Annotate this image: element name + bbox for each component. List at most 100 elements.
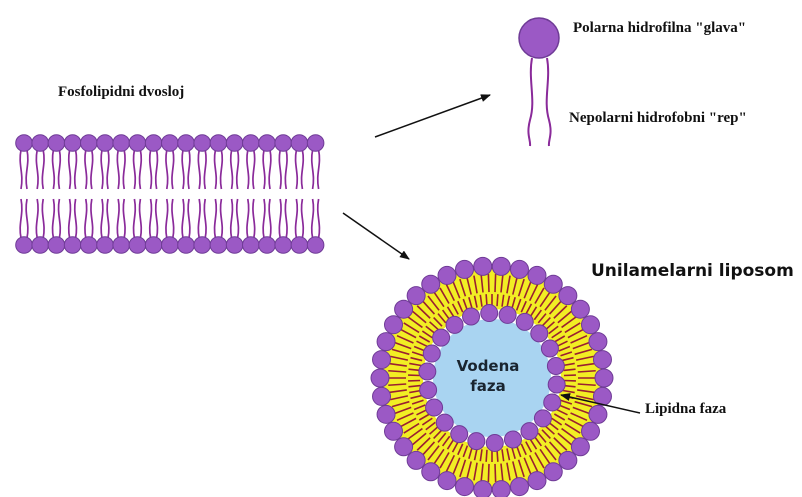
polar-head-label: Polarna hidrofilna "glava"	[573, 20, 746, 37]
bilayer-head	[16, 237, 33, 254]
bilayer-tails	[20, 150, 319, 238]
bilayer-head	[178, 135, 195, 152]
bilayer-tail	[166, 199, 168, 238]
liposome-inner-head	[547, 358, 564, 375]
liposome-inner-head	[446, 316, 463, 333]
bilayer-tail	[166, 150, 168, 189]
bilayer-tail	[36, 150, 38, 189]
liposome-inner-head	[504, 431, 521, 448]
liposome-outer-head	[492, 481, 510, 497]
bilayer-head	[259, 135, 276, 152]
liposome-inner-head	[521, 423, 538, 440]
bilayer-head	[48, 237, 65, 254]
bilayer-tail	[215, 150, 217, 189]
liposome-inner-head	[531, 325, 548, 342]
bilayer-tail	[59, 150, 61, 189]
liposome-outer-head	[528, 266, 546, 284]
bilayer-tail	[117, 199, 119, 238]
phospholipid-molecule	[519, 18, 559, 146]
bilayer-tail	[279, 150, 281, 189]
bilayer-tail	[26, 199, 28, 238]
bilayer-tail	[150, 199, 152, 238]
liposome-outer-head	[544, 463, 562, 481]
liposome-tail	[488, 464, 489, 482]
bilayer-tail	[156, 199, 158, 238]
liposome-inner-head	[426, 399, 443, 416]
bilayer-tail	[69, 150, 71, 189]
bilayer-tail	[182, 150, 184, 189]
liposome-outer-head	[510, 478, 528, 496]
bilayer-tail	[36, 199, 38, 238]
bilayer-tail	[107, 150, 109, 189]
bilayer-tail	[296, 199, 298, 238]
liposome-tail	[488, 274, 489, 292]
bilayer-tail	[247, 199, 249, 238]
liposome-outer-head	[595, 369, 613, 387]
bilayer-tail	[172, 199, 174, 238]
bilayer-head	[145, 237, 162, 254]
bilayer-head	[81, 237, 98, 254]
bilayer-head	[194, 135, 211, 152]
liposome-outer-head	[373, 351, 391, 369]
liposome-outer-head	[582, 316, 600, 334]
bilayer-tail	[253, 150, 255, 189]
bilayer-tail	[85, 150, 87, 189]
liposome-inner-head	[463, 308, 480, 325]
polar-head-circle	[519, 18, 559, 58]
bilayer-tail	[75, 199, 77, 238]
bilayer-tail	[247, 150, 249, 189]
liposome-outer-head	[510, 260, 528, 278]
bilayer-tail	[172, 150, 174, 189]
bilayer-head	[64, 237, 81, 254]
bilayer-tail	[204, 150, 206, 189]
bilayer-tail	[26, 150, 28, 189]
bilayer-head	[194, 237, 211, 254]
bilayer-tail	[75, 150, 77, 189]
bilayer-tail	[318, 199, 320, 238]
bilayer-head	[243, 237, 260, 254]
bilayer-tail	[140, 150, 142, 189]
liposome-outer-head	[371, 369, 389, 387]
bilayer-head	[275, 237, 292, 254]
bilayer-head	[48, 135, 65, 152]
bilayer-heads	[16, 135, 324, 254]
bilayer-head	[113, 135, 130, 152]
liposome-inner-head	[534, 410, 551, 427]
bilayer-tail	[150, 150, 152, 189]
bilayer-head	[64, 135, 81, 152]
liposome-inner-head	[544, 394, 561, 411]
bilayer-tail	[198, 150, 200, 189]
liposome-outer-head	[395, 300, 413, 318]
bilayer-tail	[231, 199, 233, 238]
bilayer-head	[307, 135, 324, 152]
liposome-outer-head	[456, 260, 474, 278]
bilayer-tail	[221, 150, 223, 189]
bilayer-head	[162, 135, 179, 152]
bilayer-tail	[237, 199, 239, 238]
liposome-tail	[495, 274, 496, 292]
bilayer-tail	[188, 150, 190, 189]
bilayer-head	[129, 135, 146, 152]
bilayer-tail	[134, 150, 136, 189]
bilayer-head	[97, 135, 114, 152]
bilayer-tail	[42, 150, 44, 189]
bilayer-tail	[20, 199, 22, 238]
bilayer-tail	[140, 199, 142, 238]
liposome-tail	[497, 294, 498, 306]
liposome-outer-head	[438, 472, 456, 490]
bilayer-tail	[134, 199, 136, 238]
bilayer-head	[16, 135, 33, 152]
bilayer-tail	[318, 150, 320, 189]
bilayer-tail	[53, 150, 55, 189]
bilayer-head	[226, 135, 243, 152]
arrow-to-liposome	[343, 213, 409, 259]
bilayer-tail	[117, 150, 119, 189]
liposome-outer-head	[377, 333, 395, 351]
bilayer-tail	[91, 199, 93, 238]
bilayer-head	[32, 135, 49, 152]
bilayer-tail	[302, 150, 304, 189]
bilayer-tail	[263, 150, 265, 189]
liposome-outer-head	[456, 478, 474, 496]
bilayer-tail	[101, 150, 103, 189]
